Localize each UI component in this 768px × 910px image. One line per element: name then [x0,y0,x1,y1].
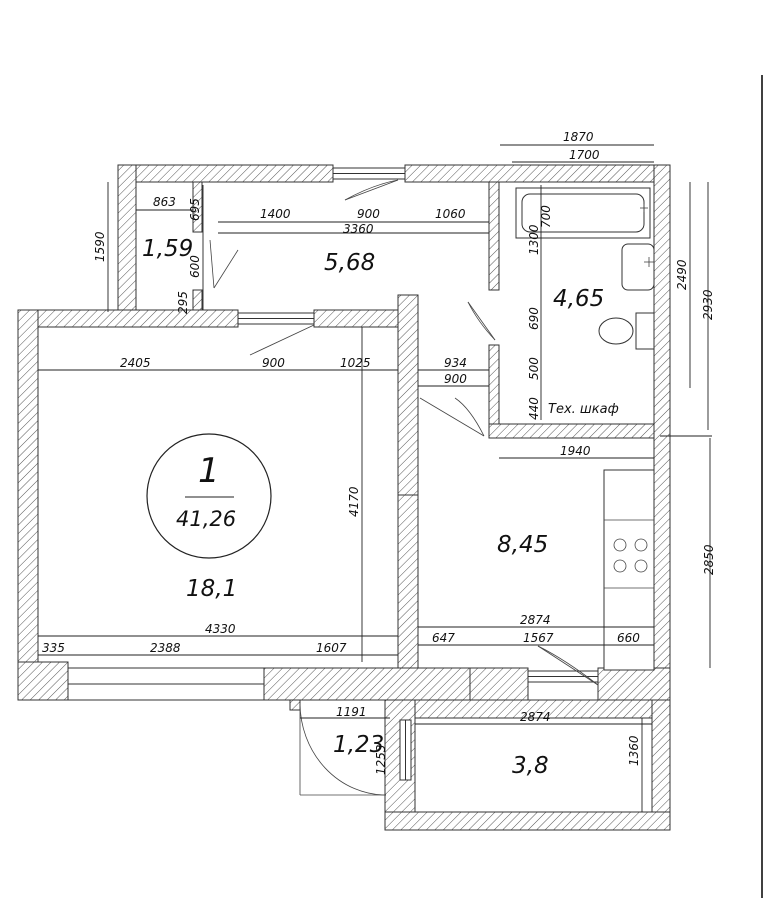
dimension-label: 647 [432,631,455,645]
dimension-label: 900 [262,356,285,370]
dimension-lines [38,144,712,812]
dimension-label: 2850 [702,544,716,575]
dimension-label: 1025 [340,356,371,370]
dimension-label: 700 [539,205,553,228]
dimension-labels: 1870 1700 863 1400 900 1060 3360 2405 90… [42,130,640,724]
dimension-label: 295 [176,291,190,314]
dimension-label: 4330 [205,622,236,636]
living-area-label: 18,1 [186,576,237,602]
dimension-label: 695 [188,198,202,221]
apartment-total-area: 41,26 [176,507,236,531]
dimension-label: 2388 [150,641,181,655]
dimension-label: 500 [527,357,541,380]
toilet [598,312,655,350]
dimension-label: 2874 [520,613,551,627]
kitchen-counter [603,469,655,671]
dimension-label: 690 [527,307,541,330]
vestibule-area-label: 1,23 [333,732,384,758]
storage-area-label: 1,59 [142,236,193,262]
dimension-label: 1060 [435,207,466,221]
dimension-label: 1607 [316,641,347,655]
dimension-label: 2405 [120,356,151,370]
dimension-label: 1253 [374,744,388,775]
dimension-label: 2874 [520,710,551,724]
walls [17,164,671,831]
washbasin [621,243,655,291]
dimension-labels-vertical: 1590 695 600 295 700 1300 690 500 440 24… [93,198,716,775]
dimension-label: 1700 [569,148,600,162]
bathroom-area-label: 4,65 [553,286,604,312]
dimension-label: 1191 [336,705,367,719]
apartment-number: 1 [198,451,220,491]
apartment-marker: 1 41,26 [146,433,272,559]
dimension-label: 863 [153,195,176,209]
dimension-label: 1940 [560,444,591,458]
balcony-area-label: 3,8 [512,753,549,779]
dimension-label: 1400 [260,207,291,221]
kitchen-area-label: 8,45 [497,532,548,558]
dimension-label: 1567 [523,631,554,645]
dimension-label: 660 [617,631,640,645]
dimension-label: 2490 [675,259,689,290]
dimension-label: 1590 [93,231,107,262]
windows [67,167,599,781]
dimension-label: 440 [527,397,541,420]
dimension-label: 1360 [627,735,641,766]
dimension-label: 1300 [527,224,541,255]
dimension-label: 3360 [343,222,374,236]
dimension-label: 4170 [347,486,361,517]
dimension-label: 900 [357,207,380,221]
corridor-area-label: 5,68 [324,250,375,276]
dimension-label: 1870 [563,130,594,144]
dimension-label: 600 [188,255,202,278]
dimension-label: 2930 [701,289,715,320]
dimension-label: 335 [42,641,65,655]
tech-cabinet-label: Тех. шкаф [548,402,619,417]
dimension-label: 900 [444,372,467,386]
bathtub [515,187,651,239]
dimension-label: 934 [444,356,467,370]
